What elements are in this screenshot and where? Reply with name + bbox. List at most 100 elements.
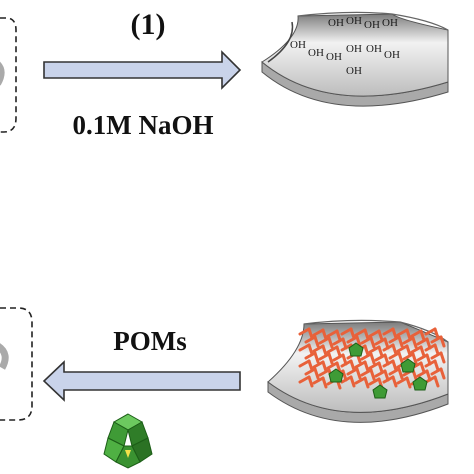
polymer-strand — [368, 377, 381, 386]
polymer-strand — [374, 337, 387, 346]
polymer-strand — [382, 375, 395, 384]
polymer-strand — [307, 359, 314, 372]
polymer-strand — [313, 367, 320, 380]
polymer-strand — [354, 360, 367, 369]
polymer-strand — [391, 343, 398, 356]
polymer-strand — [405, 344, 412, 357]
hydroxyl-group-label: OH — [384, 49, 400, 61]
polymer-strand — [377, 329, 384, 342]
polymer-strand — [363, 360, 370, 373]
polymer-strand — [298, 343, 311, 352]
polymer-strand — [307, 327, 314, 340]
polymer-strand — [382, 343, 395, 352]
hydroxyl-group-label: OH — [290, 39, 306, 51]
polymer-strand — [410, 329, 423, 338]
polymer-strand — [304, 351, 317, 360]
polymer-strand — [419, 345, 426, 358]
polymer-strand — [433, 343, 440, 356]
polymer-strand — [360, 368, 373, 377]
polymer-strand — [433, 327, 440, 340]
polymer-strand — [318, 336, 331, 345]
polymer-strand — [388, 335, 401, 344]
polymer-strand — [332, 353, 345, 362]
polymer-strand — [369, 352, 376, 365]
polymer-strand — [433, 375, 440, 388]
pom-cluster — [400, 358, 416, 373]
polymer-strand — [430, 351, 443, 360]
polymer-strand — [391, 375, 398, 388]
polymer-strand — [326, 345, 339, 354]
polymer-strand — [424, 359, 437, 368]
polymer-strand — [396, 344, 409, 353]
hydroxyl-group-label: OH — [326, 51, 342, 63]
polymer-strand — [321, 376, 328, 389]
hydroxyl-group-label: OH — [346, 15, 362, 27]
bottom-left-dashed-box — [0, 307, 33, 421]
polymer-strand — [321, 328, 328, 341]
hydroxyl-group-label: OH — [346, 65, 362, 77]
polymer-strand — [360, 336, 373, 345]
pom-cluster — [372, 384, 388, 399]
polymer-strand — [327, 336, 334, 349]
pom-cluster — [348, 342, 364, 357]
polymer-strand — [405, 328, 412, 341]
polymer-strand — [360, 352, 373, 361]
top-left-dashed-box — [0, 17, 17, 133]
polymer-strand — [349, 327, 356, 340]
polymer-strand — [332, 337, 345, 346]
polymer-strand — [321, 344, 328, 357]
polymer-strand — [388, 351, 401, 360]
polymer-strand — [313, 351, 320, 364]
polymer-strand — [377, 361, 384, 374]
pom-cluster — [412, 376, 428, 391]
polymer-strand — [346, 367, 359, 376]
polymer-strand — [411, 336, 418, 349]
polymer-strand — [298, 375, 311, 384]
polymer-strand — [298, 359, 311, 368]
polymer-strand — [382, 327, 395, 336]
polymer-strand — [391, 327, 398, 340]
polymer-strand — [430, 335, 443, 344]
polymer-strand — [335, 361, 342, 374]
polymer-strand — [397, 351, 404, 364]
hydroxyl-group-label: OH — [308, 47, 324, 59]
polymer-strand — [354, 376, 367, 385]
polymer-strand — [439, 351, 446, 364]
polymer-strand — [402, 336, 415, 345]
polymer-strand — [312, 344, 325, 353]
polymer-strand — [424, 327, 437, 336]
polymer-strand — [312, 376, 325, 385]
polymer-strand — [349, 359, 356, 372]
polymer-strand — [304, 335, 317, 344]
polymer-strand — [326, 329, 339, 338]
hydroxyl-group-label: OH — [364, 19, 380, 31]
polymer-strand — [349, 375, 356, 388]
polymer-strand — [410, 345, 423, 354]
polymer-strand — [369, 368, 376, 381]
polymer-strand — [321, 360, 328, 373]
polymer-strand — [355, 335, 362, 348]
polymer-strand — [354, 328, 367, 337]
polymer-strand — [439, 335, 446, 348]
pom-cluster-icon — [103, 413, 153, 469]
polymer-strand — [368, 345, 381, 354]
polymer-strand — [374, 369, 387, 378]
polymer-strand — [430, 367, 443, 376]
polymer-strand — [346, 335, 359, 344]
polymer-strand — [424, 343, 437, 352]
hydroxyl-group-label: OH — [382, 17, 398, 29]
polymer-strand — [307, 343, 314, 356]
polymer-strand — [312, 360, 325, 369]
polymer-strand — [327, 352, 334, 365]
polymer-strand — [391, 359, 398, 372]
step-number-label: (1) — [131, 8, 166, 41]
polymer-strand — [416, 353, 429, 362]
polymer-strand — [416, 369, 429, 378]
polymer-strand — [419, 329, 426, 342]
polymer-strand — [340, 343, 353, 352]
polymer-strand — [368, 329, 381, 338]
polymer-strand — [335, 329, 342, 342]
polymer-strand — [374, 353, 387, 362]
polymer-strand — [433, 359, 440, 372]
